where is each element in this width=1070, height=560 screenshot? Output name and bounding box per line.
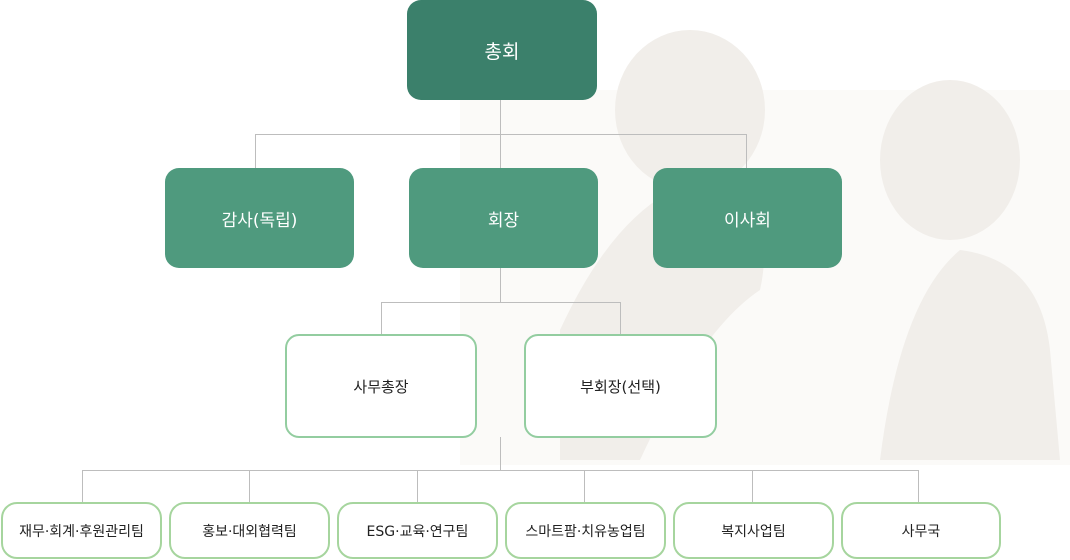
node-team-finance: 재무·회계·후원관리팀 [1, 502, 162, 559]
connector [381, 302, 382, 334]
node-board: 이사회 [653, 168, 842, 268]
connector [500, 100, 501, 134]
node-team-pr: 홍보·대외협력팀 [169, 502, 330, 559]
connector [620, 302, 621, 334]
connector [752, 470, 753, 503]
connector [255, 134, 256, 168]
connector [500, 268, 501, 302]
connector [417, 470, 418, 503]
connector [82, 470, 83, 503]
connector [918, 470, 919, 503]
connector [255, 134, 747, 135]
node-team-secretariat: 사무국 [841, 502, 1001, 559]
connector [82, 470, 919, 471]
node-president: 회장 [409, 168, 598, 268]
connector [500, 134, 501, 168]
connector [584, 470, 585, 503]
node-team-esg: ESG·교육·연구팀 [337, 502, 498, 559]
node-team-welfare: 복지사업팀 [673, 502, 834, 559]
node-secretary-general: 사무총장 [285, 334, 477, 438]
node-team-smartfarm: 스마트팜·치유농업팀 [505, 502, 666, 559]
connector [249, 470, 250, 503]
connector [500, 437, 501, 470]
connector [381, 302, 621, 303]
node-auditor: 감사(독립) [165, 168, 354, 268]
node-vice-president: 부회장(선택) [524, 334, 717, 438]
node-general-assembly: 총회 [407, 0, 597, 100]
connector [746, 134, 747, 168]
